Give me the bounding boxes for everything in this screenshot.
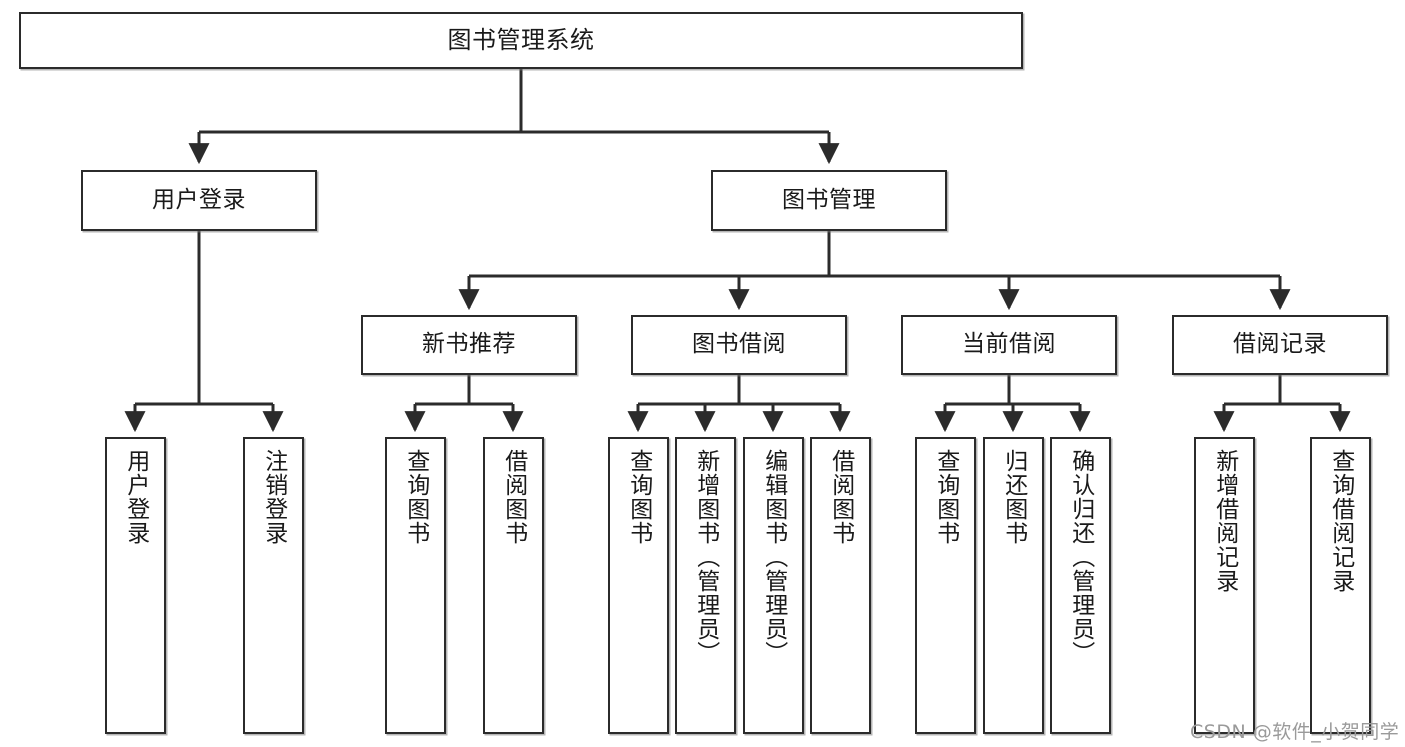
node-leaf-borrow-book-recommend[interactable]: 借阅图书	[483, 437, 544, 734]
node-label: 图书借阅	[692, 331, 786, 358]
node-label: 借阅图书	[500, 449, 527, 545]
node-leaf-add-book[interactable]: 新增图书（管理员）	[675, 437, 736, 734]
node-book-manage[interactable]: 图书管理	[711, 170, 947, 231]
node-label: 编辑图书（管理员）	[760, 449, 787, 665]
node-label: 注销登录	[260, 449, 287, 545]
node-leaf-add-borrow-record[interactable]: 新增借阅记录	[1194, 437, 1255, 734]
node-leaf-query-book-recommend[interactable]: 查询图书	[385, 437, 446, 734]
node-label: 当前借阅	[962, 331, 1056, 358]
node-label: 新增图书（管理员）	[692, 449, 719, 665]
node-label: 查询图书	[932, 449, 959, 545]
csdn-watermark: CSDN @软件_小贺同学	[1190, 721, 1400, 743]
node-label: 新书推荐	[422, 331, 516, 358]
node-label: 借阅记录	[1233, 331, 1327, 358]
node-leaf-return-book[interactable]: 归还图书	[983, 437, 1044, 734]
node-leaf-borrow-book[interactable]: 借阅图书	[810, 437, 871, 734]
node-label: 借阅图书	[827, 449, 854, 545]
node-leaf-logout-login[interactable]: 注销登录	[243, 437, 304, 734]
node-borrow-record[interactable]: 借阅记录	[1172, 315, 1388, 375]
node-current-borrow[interactable]: 当前借阅	[901, 315, 1117, 375]
node-leaf-query-book-current[interactable]: 查询图书	[915, 437, 976, 734]
node-book-borrow[interactable]: 图书借阅	[631, 315, 847, 375]
node-leaf-confirm-return[interactable]: 确认归还（管理员）	[1050, 437, 1111, 734]
node-label: 新增借阅记录	[1211, 449, 1238, 593]
node-leaf-query-borrow-record[interactable]: 查询借阅记录	[1310, 437, 1371, 734]
node-label: 查询图书	[402, 449, 429, 545]
node-user-login[interactable]: 用户登录	[81, 170, 317, 231]
node-leaf-edit-book[interactable]: 编辑图书（管理员）	[743, 437, 804, 734]
node-leaf-query-book-borrow[interactable]: 查询图书	[608, 437, 669, 734]
node-label: 归还图书	[1000, 449, 1027, 545]
node-label: 图书管理系统	[447, 26, 595, 55]
node-leaf-user-login[interactable]: 用户登录	[105, 437, 166, 734]
node-label: 用户登录	[122, 449, 149, 545]
node-label: 查询图书	[625, 449, 652, 545]
node-root-book-management-system[interactable]: 图书管理系统	[19, 12, 1023, 69]
node-label: 查询借阅记录	[1327, 449, 1354, 593]
node-label: 图书管理	[782, 186, 876, 213]
node-label: 确认归还（管理员）	[1067, 449, 1094, 665]
node-label: 用户登录	[152, 186, 246, 213]
node-new-book-recommend[interactable]: 新书推荐	[361, 315, 577, 375]
